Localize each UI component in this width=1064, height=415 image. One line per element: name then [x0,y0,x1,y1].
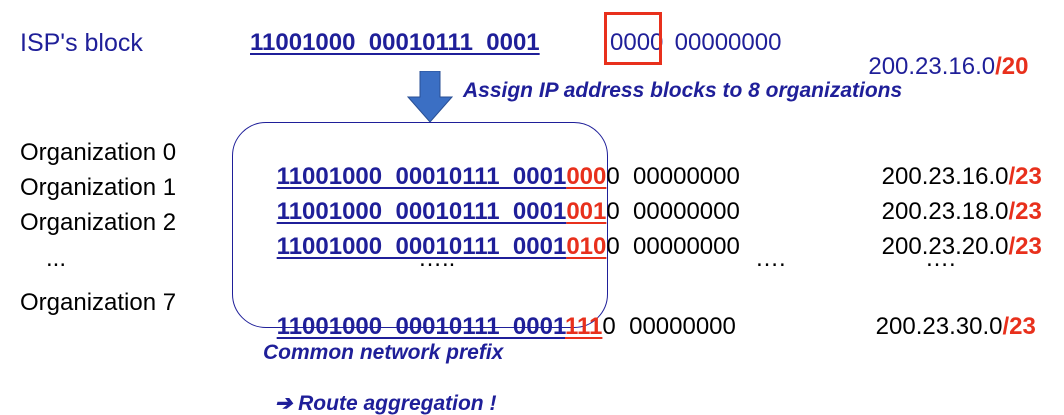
org-rest-bits: 0 00000000 [606,233,740,260]
org-bits-row: 11001000 00010111 00010100 00000000 [250,211,740,283]
isp-cidr-length: /20 [995,53,1029,80]
ellipsis-prefix: ….. [418,245,456,272]
assign-note: Assign IP address blocks to 8 organizati… [463,79,903,102]
org-bits-row: 11001000 00010111 00010010 00000000 [250,176,740,248]
org-prefix-bits: 11001000 00010111 0001 [276,313,565,340]
ellipsis-host: …. [755,245,786,272]
org-cidr-length: /23 [1008,163,1042,190]
isp-cidr-address: 200.23.16.0 [868,53,996,80]
org-name: Organization 2 [20,209,177,236]
org-prefix-bits: 11001000 00010111 0001 [276,163,567,190]
org-name: Organization 0 [20,139,177,166]
org-cidr-length: /23 [1002,313,1036,340]
org-cidr: 200.23.20.0/23 [855,211,1042,283]
right-arrow-icon: ➔ [274,392,293,415]
org-subnet-bits: 111 [565,313,603,340]
org-rest-bits: 0 00000000 [602,313,736,340]
org-cidr: 200.23.18.0/23 [855,176,1042,248]
route-aggregation-note: ➔ Route aggregation ! [263,372,497,415]
host-bits-highlight-box [604,12,662,65]
org-subnet-bits: 010 [566,233,607,260]
isp-host-bits-a: 0000 [610,29,664,56]
org-cidr-address: 200.23.30.0 [875,313,1003,340]
org-cidr-address: 200.23.16.0 [881,163,1009,190]
isp-prefix-bits: 11001000 00010111 0001 [250,29,540,56]
common-prefix-note: Common network prefix [263,341,504,364]
isp-host-bits-b: 00000000 [668,29,782,56]
org-name: Organization 1 [20,174,177,201]
ellipsis-cidr: …. [925,245,956,272]
org-prefix-bits: 11001000 00010111 0001 [276,198,567,225]
org-cidr-length: /23 [1008,198,1042,225]
org-cidr: 200.23.30.0/23 [849,291,1036,363]
org-bits-row: 11001000 00010111 00011110 00000000 [250,291,736,363]
isp-cidr: 200.23.16.0/20 [855,31,1029,80]
org-cidr-address: 200.23.18.0 [881,198,1009,225]
org-subnet-bits: 000 [566,163,607,190]
org-cidr: 200.23.16.0/23 [855,141,1042,213]
route-aggregation-label: Route aggregation ! [298,392,497,415]
org-bits-row: 11001000 00010111 00010000 00000000 [250,141,740,213]
org-name: Organization 7 [20,289,177,316]
org-cidr-length: /23 [1008,233,1042,260]
org-prefix-bits: 11001000 00010111 0001 [276,233,567,260]
down-arrow-icon [407,71,453,123]
ellipsis-name: ... [46,245,67,272]
org-subnet-bits: 001 [566,198,607,225]
isp-block-label: ISP's block [20,29,143,57]
org-rest-bits: 0 00000000 [606,163,740,190]
org-rest-bits: 0 00000000 [606,198,740,225]
org-cidr-address: 200.23.20.0 [881,233,1009,260]
common-prefix-box [232,122,608,328]
